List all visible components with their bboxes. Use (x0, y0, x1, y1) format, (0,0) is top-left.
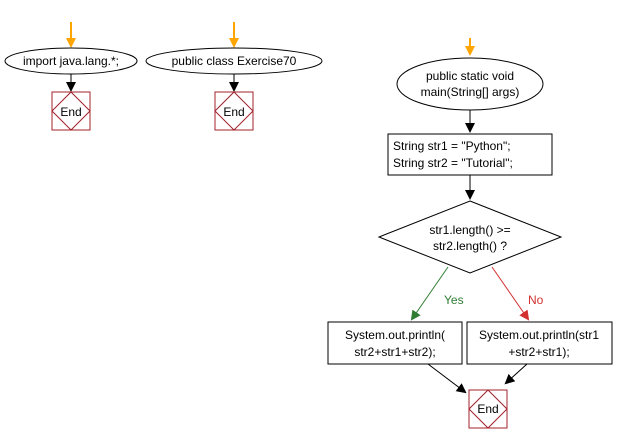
flow3-decision-line2: str2.length() ? (433, 239, 507, 253)
flow3-no-label: No (528, 293, 544, 307)
start-marker-icon (465, 38, 475, 56)
flow3-yes-process-line1: System.out.println( (345, 328, 445, 342)
flow-2: public class Exercise70 End (145, 22, 323, 131)
flow3-assign-node: String str1 = "Python"; String str2 = "T… (387, 133, 553, 176)
flow3-assign-line1: String str1 = "Python"; (393, 139, 511, 153)
flow1-start-label: import java.lang.*; (23, 54, 119, 68)
flow1-end-label: End (60, 105, 81, 119)
flow3-no-process-line1: System.out.println(str1 (479, 328, 599, 342)
flow3-edge-yes (410, 266, 449, 321)
flow3-yes-label: Yes (444, 293, 464, 307)
flow3-no-process-line2: +str2+str1); (508, 345, 569, 359)
flow3-end-node: End (468, 389, 508, 429)
flow1-end-node: End (51, 91, 91, 131)
start-marker-icon (229, 22, 239, 48)
flow3-start-label-line1: public static void (426, 69, 514, 83)
flow-3: public static void main(String[] args) S… (327, 38, 613, 429)
flow3-start-node: public static void main(String[] args) (396, 57, 544, 111)
flow3-decision-line1: str1.length() >= (429, 223, 510, 237)
flow2-start-label: public class Exercise70 (172, 54, 297, 68)
flow3-start-label-line2: main(String[] args) (421, 85, 520, 99)
flow3-edge-no (491, 266, 530, 321)
flow3-edge-no-end (504, 363, 528, 385)
flow1-start-node: import java.lang.*; (4, 47, 138, 75)
flow3-assign-line2: String str2 = "Tutorial"; (393, 156, 513, 170)
flow2-end-node: End (214, 91, 254, 131)
flow3-yes-process-node: System.out.println( str2+str1+str2); (327, 321, 463, 365)
flow2-end-label: End (223, 105, 244, 119)
flow3-end-label: End (477, 402, 498, 416)
flow-1: import java.lang.*; End (4, 22, 138, 131)
flow3-no-process-node: System.out.println(str1 +str2+str1); (466, 321, 613, 365)
flow3-decision-node: str1.length() >= str2.length() ? (377, 200, 563, 274)
start-marker-icon (66, 22, 76, 48)
flow3-yes-process-line2: str2+str1+str2); (354, 345, 435, 359)
flow2-start-node: public class Exercise70 (145, 47, 323, 75)
flow3-edge-yes-end (427, 363, 467, 394)
